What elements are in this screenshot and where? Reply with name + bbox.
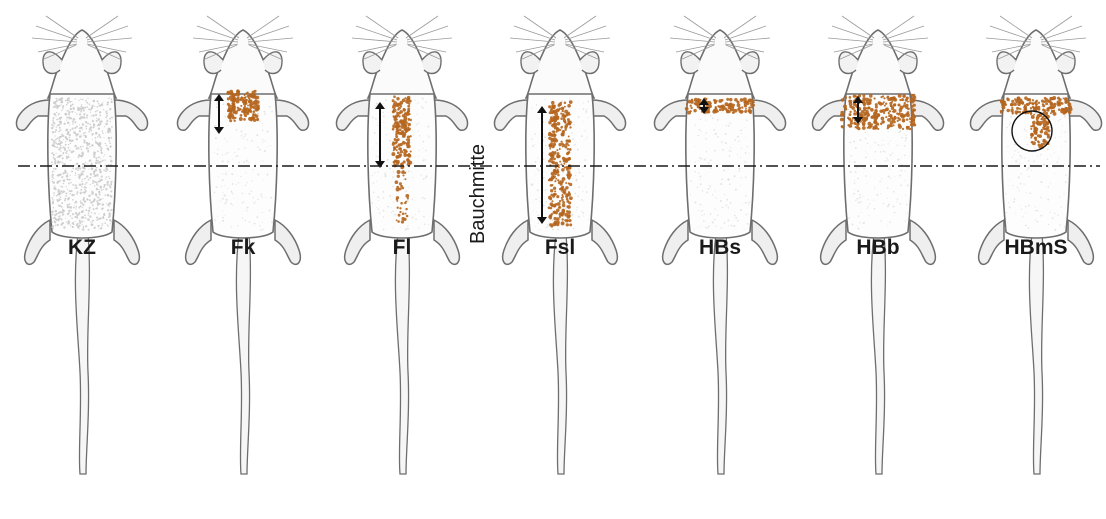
mouse-kz: KZ — [17, 16, 148, 474]
mouse-label-kz: KZ — [68, 236, 96, 259]
mouse-fl: Fl — [337, 16, 468, 474]
mouse-label-hbs: HBs — [699, 236, 741, 259]
mouse-label-fsl: Fsl — [545, 236, 575, 259]
mouse-label-fl: Fl — [393, 236, 412, 259]
mouse-label-fk: Fk — [231, 236, 256, 259]
mouse-fsl: Fsl — [495, 16, 626, 474]
mouse-hbs: HBs — [655, 16, 786, 474]
mouse-label-hbms: HBmS — [1004, 236, 1067, 259]
midline-label: Bauchmitte — [467, 144, 489, 244]
mouse-fk: Fk — [178, 16, 309, 474]
mouse-hbms: HBmS — [971, 16, 1102, 474]
mouse-label-hbb: HBb — [856, 236, 899, 259]
mouse-hbb: HBb — [813, 16, 944, 474]
